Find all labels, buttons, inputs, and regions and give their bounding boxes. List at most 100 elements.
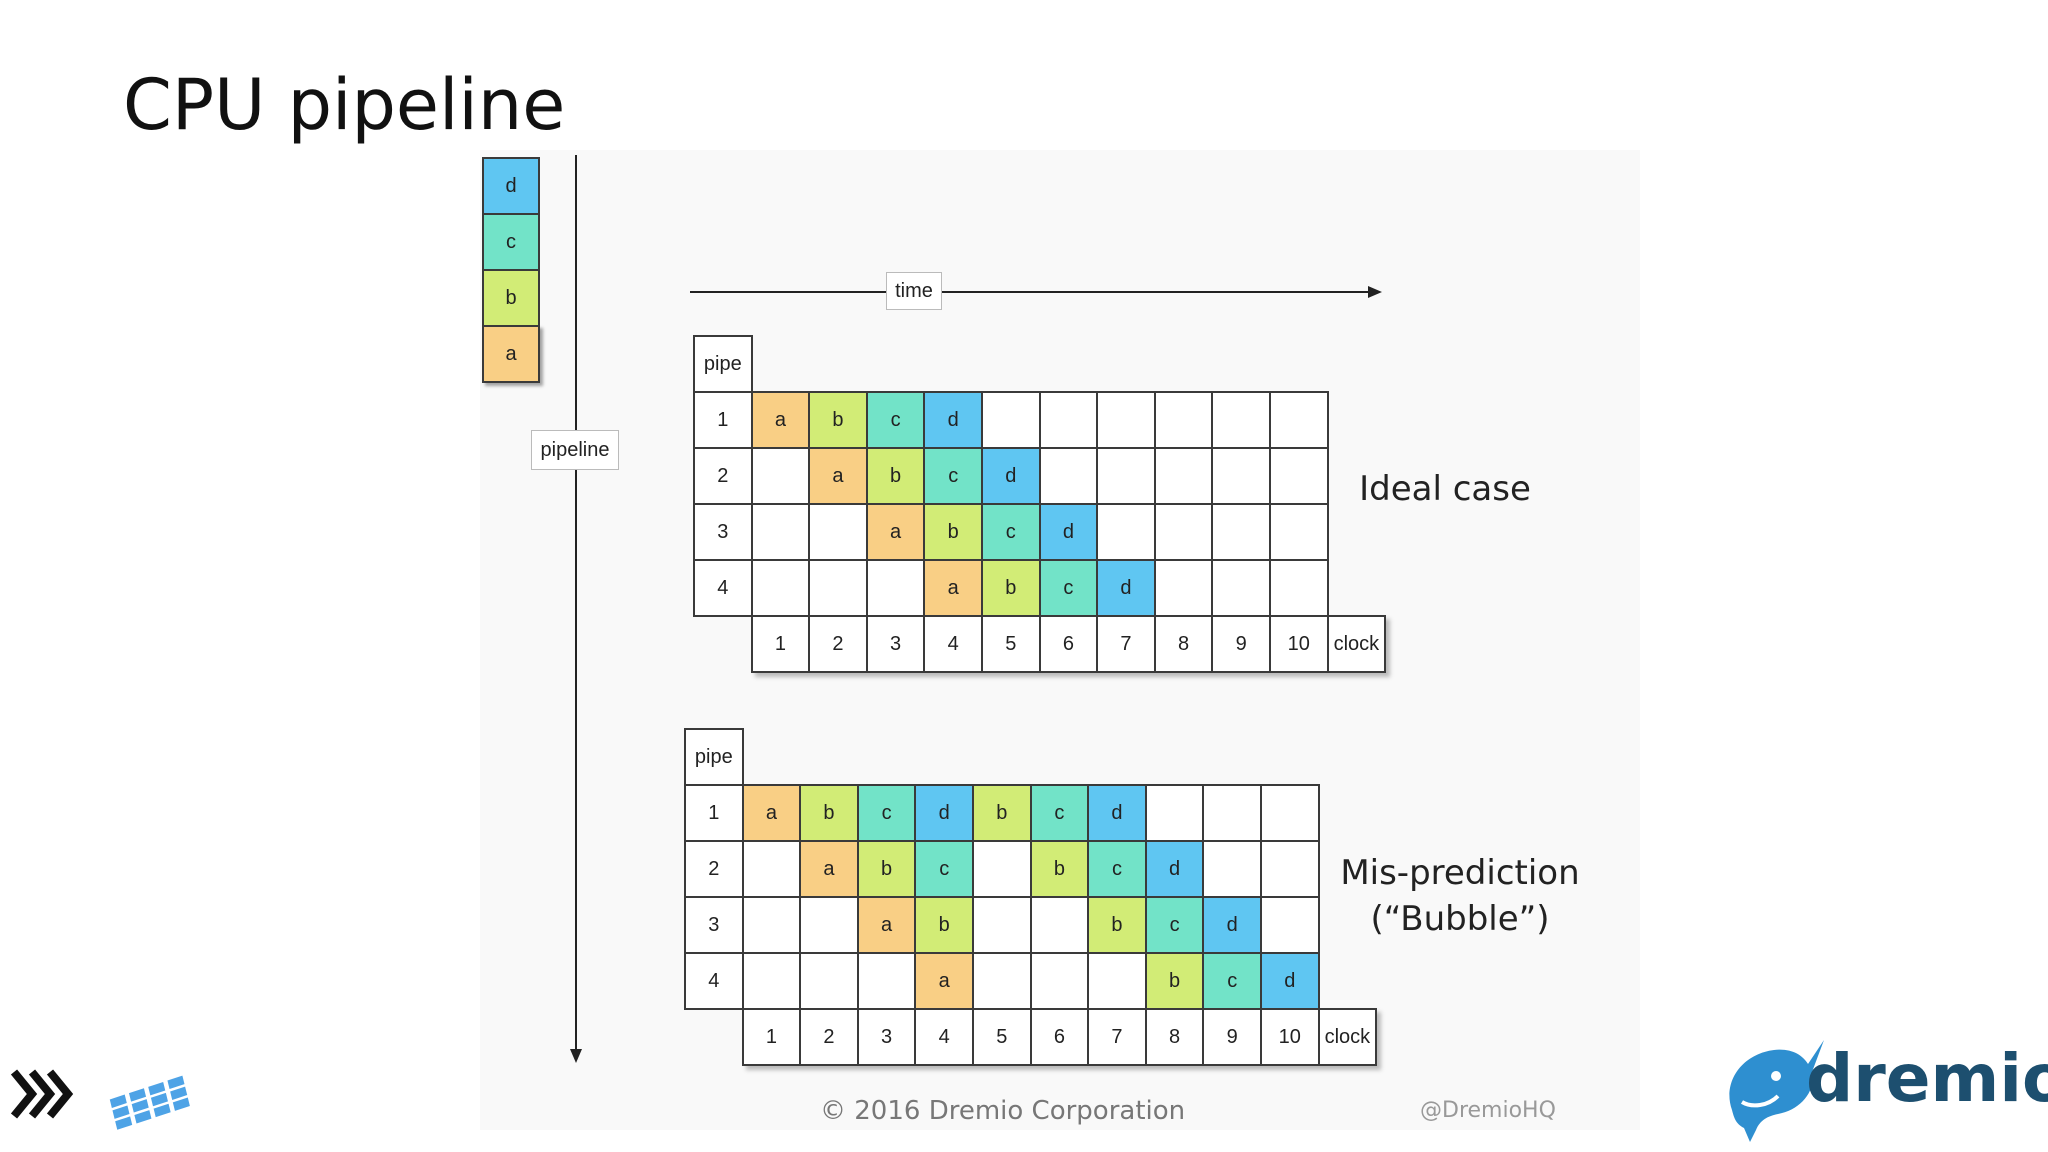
pipe-row-number: 2 — [684, 840, 744, 898]
clock-tick: 6 — [1029, 1008, 1090, 1066]
grid-cell: b — [799, 784, 859, 842]
grid-cell — [750, 559, 811, 617]
grid-cell: b — [865, 447, 926, 505]
grid-cell — [1260, 840, 1320, 898]
time-arrow — [690, 286, 1382, 298]
stack-block-c: c — [482, 213, 540, 271]
grid-cell — [1260, 896, 1320, 954]
pipe-row-number: 4 — [693, 559, 753, 617]
dremio-wordmark: dremio — [1806, 1040, 2048, 1117]
clock-tick: 5 — [972, 1008, 1032, 1066]
grid-cell: c — [1087, 840, 1147, 898]
grid-cell: a — [741, 784, 802, 842]
clock-tick: 5 — [981, 615, 1041, 673]
grid-logo-icon — [107, 1073, 193, 1132]
grid-cell: b — [856, 840, 917, 898]
clock-tick: 10 — [1269, 615, 1329, 673]
grid-cell — [1211, 447, 1271, 505]
misprediction-caption: Mis-prediction (“Bubble”) — [1330, 850, 1590, 942]
copyright-text: © 2016 Dremio Corporation — [820, 1096, 1186, 1126]
grid-cell: c — [1029, 784, 1090, 842]
grid-cell — [1096, 391, 1156, 449]
pipe-row-number: 1 — [693, 391, 753, 449]
clock-tick: 8 — [1144, 1008, 1205, 1066]
grid-cell: c — [865, 391, 926, 449]
grid-cell — [1153, 559, 1214, 617]
grid-cell: b — [981, 559, 1041, 617]
grid-cell — [1144, 784, 1205, 842]
clock-tick: 3 — [865, 615, 926, 673]
grid-cell: d — [914, 784, 974, 842]
grid-cell: c — [1144, 896, 1205, 954]
grid-cell: d — [1144, 840, 1205, 898]
grid-cell: c — [981, 503, 1041, 561]
grid-cell — [1211, 559, 1271, 617]
grid-cell — [741, 840, 802, 898]
grid-cell — [1038, 391, 1099, 449]
grid-cell: b — [1087, 896, 1147, 954]
grid-cell — [972, 896, 1032, 954]
grid-cell — [972, 952, 1032, 1010]
grid-cell — [1029, 896, 1090, 954]
grid-cell: b — [914, 896, 974, 954]
clock-tick: 10 — [1260, 1008, 1320, 1066]
caption-line: (“Bubble”) — [1370, 899, 1550, 939]
grid-cell — [1096, 503, 1156, 561]
pipe-header: pipe — [693, 335, 753, 393]
grid-cell: b — [923, 503, 983, 561]
grid-cell — [1153, 391, 1214, 449]
grid-cell — [799, 896, 859, 954]
grid-cell: d — [1096, 559, 1156, 617]
pipe-row-number: 1 — [684, 784, 744, 842]
grid-cell — [1153, 447, 1214, 505]
clock-tick: 7 — [1087, 1008, 1147, 1066]
grid-cell — [856, 952, 917, 1010]
stack-block-b: b — [482, 269, 540, 327]
clock-header: clock — [1317, 1008, 1378, 1066]
grid-cell: d — [1038, 503, 1099, 561]
clock-tick: 3 — [856, 1008, 917, 1066]
grid-cell — [1038, 447, 1099, 505]
grid-cell: c — [1038, 559, 1099, 617]
clock-tick: 8 — [1153, 615, 1214, 673]
grid-cell — [741, 952, 802, 1010]
grid-cell: d — [1087, 784, 1147, 842]
grid-cell — [1269, 503, 1329, 561]
grid-cell — [1269, 391, 1329, 449]
clock-header: clock — [1326, 615, 1387, 673]
slide-title: CPU pipeline — [123, 64, 566, 146]
grid-cell — [750, 503, 811, 561]
grid-cell: b — [808, 391, 868, 449]
grid-cell — [1269, 447, 1329, 505]
clock-tick: 7 — [1096, 615, 1156, 673]
grid-cell — [1269, 559, 1329, 617]
grid-cell — [808, 503, 868, 561]
grid-cell — [741, 896, 802, 954]
grid-cell — [799, 952, 859, 1010]
caption-line: Ideal case — [1359, 469, 1531, 509]
ideal-case-caption: Ideal case — [1340, 466, 1550, 512]
grid-cell — [1260, 784, 1320, 842]
caption-line: Mis-prediction — [1340, 853, 1580, 893]
grid-cell — [1202, 784, 1262, 842]
grid-cell: b — [972, 784, 1032, 842]
grid-cell: a — [808, 447, 868, 505]
pipe-row-number: 3 — [684, 896, 744, 954]
dremio-narwhal-icon — [1729, 1040, 1824, 1142]
triple-chevron-icon — [10, 1069, 74, 1119]
grid-cell: d — [1260, 952, 1320, 1010]
grid-cell: b — [1144, 952, 1205, 1010]
grid-cell — [972, 840, 1032, 898]
clock-tick: 2 — [808, 615, 868, 673]
grid-cell: d — [923, 391, 983, 449]
grid-cell: a — [750, 391, 811, 449]
grid-cell: a — [856, 896, 917, 954]
grid-cell: a — [923, 559, 983, 617]
grid-cell: a — [914, 952, 974, 1010]
stack-block-d: d — [482, 157, 540, 215]
grid-cell — [1087, 952, 1147, 1010]
grid-cell: d — [1202, 896, 1262, 954]
grid-cell — [1211, 503, 1271, 561]
grid-cell — [865, 559, 926, 617]
stack-block-a: a — [482, 325, 540, 383]
